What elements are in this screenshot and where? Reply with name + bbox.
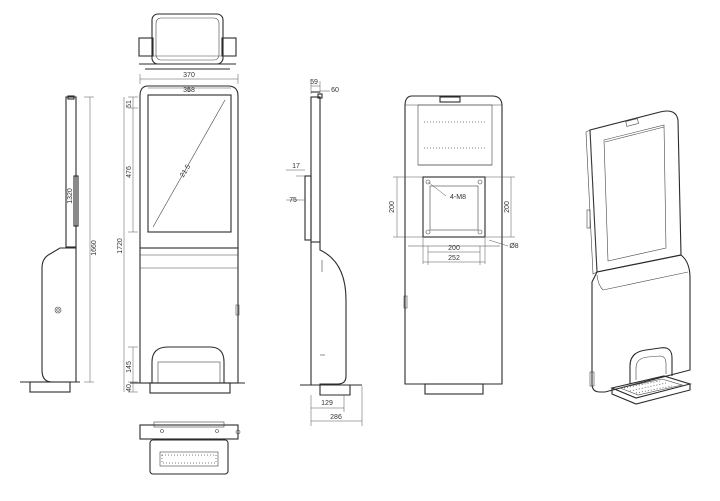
rear-view: 4-M8 200 200 200 252 Ø8 <box>389 95 519 395</box>
side-view: 1660 1320 <box>20 95 98 393</box>
front-view: 370 358 51 476 21.5 1720 145 40 <box>117 72 245 394</box>
profile-view: 59 60 17 75 129 286 <box>286 79 363 426</box>
profile-bracket-height: 75 <box>289 197 297 204</box>
side-screen-depth: 1320 <box>67 188 74 204</box>
front-top-offset: 51 <box>126 100 133 108</box>
front-base-height: 40 <box>126 384 133 392</box>
front-screen-height: 476 <box>126 166 133 178</box>
profile-base-depth: 286 <box>330 414 342 421</box>
profile-bracket-top: 17 <box>292 163 300 170</box>
front-overall-height: 1720 <box>117 238 124 254</box>
front-overall-width: 370 <box>183 72 195 79</box>
rear-inner-width: 200 <box>448 245 460 252</box>
top-view <box>138 13 237 70</box>
front-screen-diagonal: 21.5 <box>179 163 192 178</box>
front-screen-width: 358 <box>183 87 195 94</box>
rear-left-height: 200 <box>389 201 396 213</box>
profile-base-inner: 129 <box>321 400 333 407</box>
rear-hole-label: Ø8 <box>509 243 518 250</box>
bottom-view <box>139 421 241 475</box>
rear-outer-width: 252 <box>448 255 460 262</box>
profile-top-depth: 59 <box>310 79 318 86</box>
isometric-view <box>585 110 693 405</box>
profile-top-width: 60 <box>331 87 339 94</box>
rear-mount-label: 4-M8 <box>450 194 466 201</box>
rear-right-height: 200 <box>504 201 511 213</box>
front-tray-height: 145 <box>126 361 133 373</box>
side-overall-height: 1660 <box>91 240 98 256</box>
